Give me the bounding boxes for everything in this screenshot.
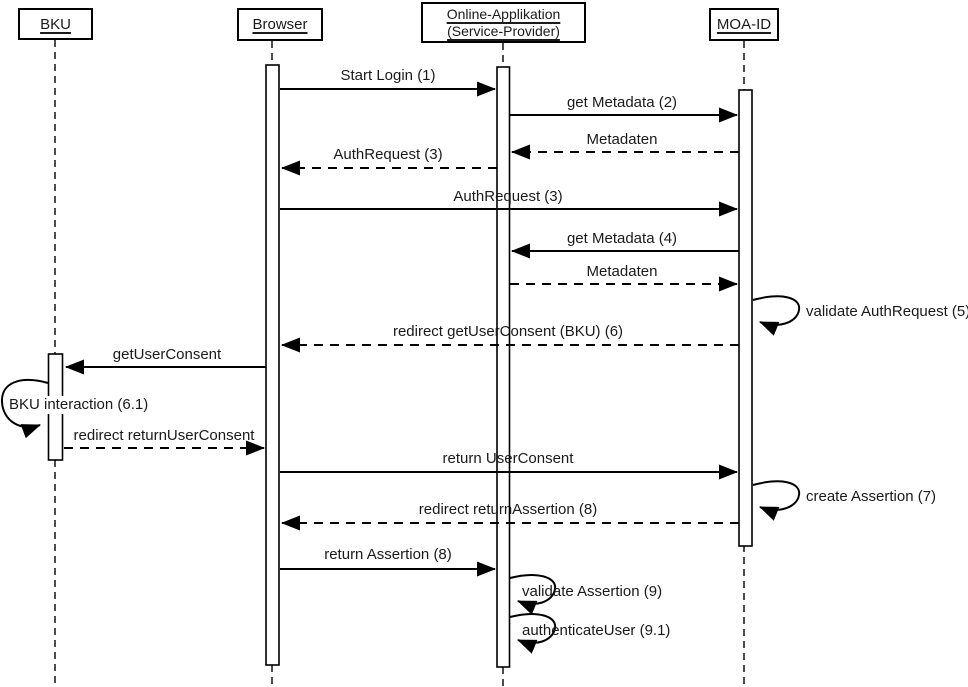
label-create-assertion: create Assertion (7) [806,488,937,505]
label-return-assertion: return Assertion (8) [324,546,452,563]
label-get-metadata-2: get Metadata (2) [566,94,678,111]
actor-bku-label: BKU [40,15,71,33]
selfloop-validate-authrequest [752,295,801,336]
actor-bku: BKU [18,8,93,40]
label-metadaten-2: Metadaten [586,263,658,280]
label-get-metadata-4: get Metadata (4) [566,230,678,247]
activation-browser [265,64,280,666]
label-authrequest-forward: AuthRequest (3) [453,188,563,205]
selfloop-bku-interaction [0,378,49,439]
label-authenticateuser: authenticateUser (9.1) [522,622,671,639]
label-return-userconsent: return UserConsent [442,450,574,467]
selfloop-validate-assertion [509,574,557,615]
actor-browser-label: Browser [252,16,308,33]
actor-browser: Browser [237,8,323,41]
actor-service-provider: Online-Applikation (Service-Provider) [421,2,586,43]
label-getuserconsent: getUserConsent [112,346,222,363]
label-start-login: Start Login (1) [340,67,436,84]
label-metadaten-1: Metadaten [586,131,658,148]
message-arrows [0,81,801,654]
actor-moa-id-label: MOA-ID [716,16,772,33]
label-validate-authrequest: validate AuthRequest (5) [806,303,968,320]
actor-service-provider-label: Online-Applikation (Service-Provider) [446,5,561,39]
selfloop-create-assertion [752,480,801,521]
label-redirect-getuserconsent: redirect getUserConsent (BKU) (6) [392,323,624,340]
activation-service-provider [496,66,511,668]
label-redirect-returnassertion: redirect returnAssertion (8) [418,501,598,518]
selfloop-authenticateuser [509,613,557,654]
label-authrequest-return: AuthRequest (3) [333,146,443,163]
label-redirect-returnuserconsent: redirect returnUserConsent [73,427,255,444]
label-validate-assertion: validate Assertion (9) [522,583,663,600]
label-bku-interaction: BKU interaction (6.1) [8,396,150,414]
actor-moa-id: MOA-ID [709,8,779,41]
activation-moa-id [738,89,753,547]
